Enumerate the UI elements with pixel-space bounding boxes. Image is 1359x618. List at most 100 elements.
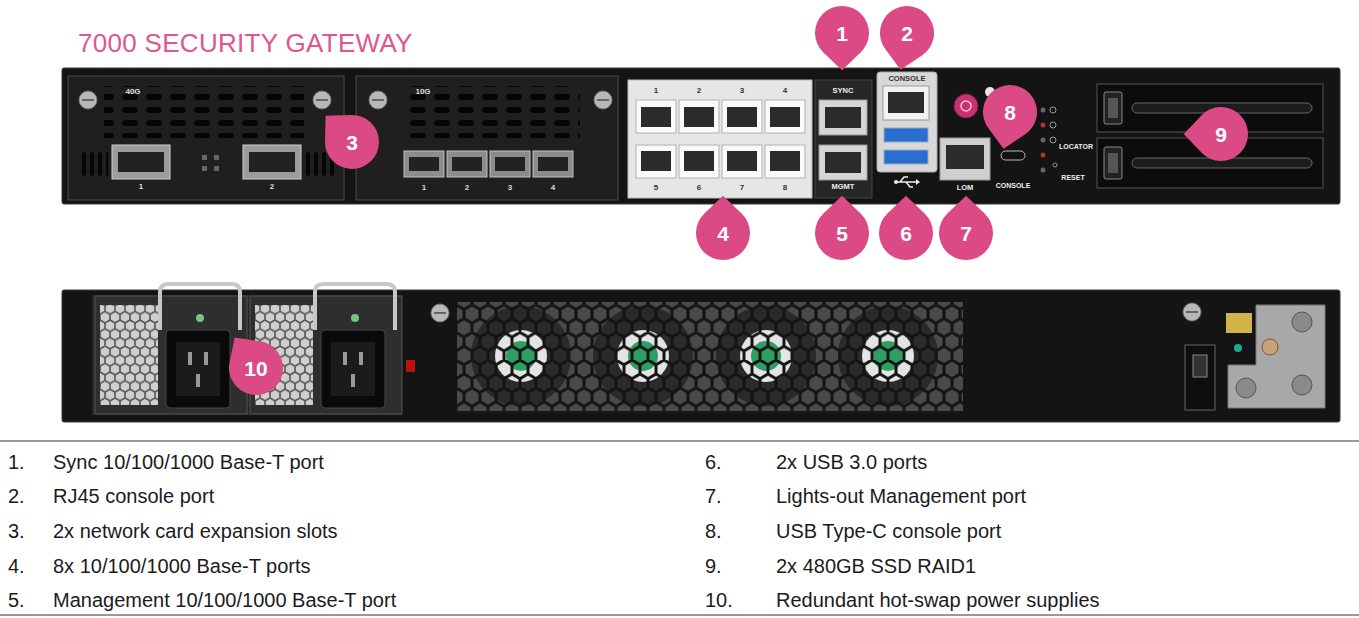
rj45-port-block (727, 107, 757, 127)
port-number: 3 (508, 184, 512, 192)
console-usb-bezel (883, 86, 929, 120)
callout-number: 9 (1194, 107, 1248, 161)
front-panel (62, 68, 1340, 204)
rj45-port-block (628, 80, 812, 198)
list-text: RJ45 console port (53, 486, 214, 506)
power-supply (331, 342, 375, 396)
port-number: 7 (740, 184, 744, 192)
network-card-40g (112, 145, 170, 179)
list-text: USB Type-C console port (776, 521, 1001, 541)
port-label: LOM (957, 184, 974, 192)
status-leds (1053, 163, 1057, 167)
rj45-port-block (770, 151, 800, 171)
status-leds (1050, 137, 1056, 143)
port-number: 2 (465, 184, 469, 192)
console-usb-bezel (884, 128, 928, 142)
network-card-40g (78, 146, 108, 178)
list-text: Sync 10/100/1000 Base-T port (53, 452, 324, 472)
network-card-40g (118, 152, 164, 172)
callout-drop (880, 6, 934, 70)
port-number: 1 (654, 87, 658, 95)
ground-plate (1226, 313, 1252, 333)
callout-number: 2 (880, 6, 934, 60)
callout-number: 10 (229, 341, 283, 395)
port-label: CONSOLE (888, 75, 925, 83)
list-text: 2x 480GB SSD RAID1 (776, 556, 976, 576)
power-switch (1193, 355, 1207, 377)
sync-mgmt-ports (825, 107, 861, 128)
status-leds (1041, 138, 1046, 143)
power-supply (92, 284, 402, 415)
list-number: 7. (705, 486, 722, 506)
network-card-10g (594, 91, 612, 109)
power-supply (95, 296, 247, 414)
port-number: 6 (697, 184, 701, 192)
list-text: 2x network card expansion slots (53, 521, 338, 541)
rj45-port-block (684, 151, 714, 171)
usb-c-port (1001, 151, 1025, 160)
ssd-bay (1097, 84, 1323, 188)
network-card-40g (243, 145, 301, 179)
rear-panel (62, 290, 1340, 422)
list-number: 4. (8, 556, 25, 576)
rj45-port-block (636, 100, 676, 133)
power-supply (196, 374, 200, 387)
ssd-bay (1108, 153, 1118, 173)
list-number: 9. (705, 556, 722, 576)
callout-drop (815, 6, 869, 70)
lom-port (940, 138, 990, 180)
network-card-40g (68, 76, 344, 200)
list-text: Management 10/100/1000 Base-T port (53, 590, 396, 610)
card-label: 40G (125, 88, 140, 96)
power-supply (196, 314, 204, 322)
ground-plate (1228, 305, 1325, 408)
ground-plate (1292, 312, 1312, 332)
rj45-port-block (684, 107, 714, 127)
power-supply (100, 305, 158, 405)
list-number: 10. (705, 590, 733, 610)
status-leds (1041, 107, 1058, 173)
callout-drop (229, 337, 283, 395)
list-number: 8. (705, 521, 722, 541)
card-label: 10G (415, 88, 430, 96)
port-number: 8 (783, 184, 787, 192)
callout-drop (325, 115, 379, 169)
usb-symbol (894, 180, 898, 184)
network-card-10g (495, 157, 525, 171)
network-card-10g (404, 151, 444, 177)
network-card-10g (538, 157, 568, 171)
table-rule (0, 615, 1359, 616)
power-button (954, 94, 978, 118)
port-number: 1 (422, 184, 426, 192)
console-usb-bezel (877, 72, 937, 172)
network-card-10g (408, 86, 580, 138)
rj45-port-block (770, 107, 800, 127)
port-label: SYNC (833, 87, 854, 95)
port-number: 2 (697, 87, 701, 95)
callout-number: 4 (696, 206, 750, 260)
ground-plate (1262, 339, 1278, 355)
rj45-port-block (765, 100, 805, 133)
status-led (406, 360, 415, 372)
ssd-bay (1104, 147, 1122, 179)
console-usb-bezel (884, 150, 928, 164)
rj45-port-block (722, 100, 762, 133)
port-number: 2 (270, 183, 274, 191)
network-card-40g (313, 91, 331, 109)
power-switch (1185, 345, 1215, 410)
port-number: 4 (551, 184, 555, 192)
network-card-40g (68, 76, 344, 200)
list-text: Lights-out Management port (776, 486, 1026, 506)
table-rule (0, 441, 1359, 442)
button-label: RESET (1061, 174, 1084, 181)
power-switch (1185, 345, 1215, 410)
port-number: 4 (783, 87, 787, 95)
power-supply (100, 305, 158, 405)
callout-number: 3 (325, 115, 379, 169)
status-leds (1041, 168, 1046, 173)
port-label: CONSOLE (996, 182, 1031, 189)
rj45-port-block (636, 145, 676, 178)
callout-number: 7 (939, 206, 993, 260)
screw (431, 304, 449, 322)
port-number: 5 (654, 184, 658, 192)
